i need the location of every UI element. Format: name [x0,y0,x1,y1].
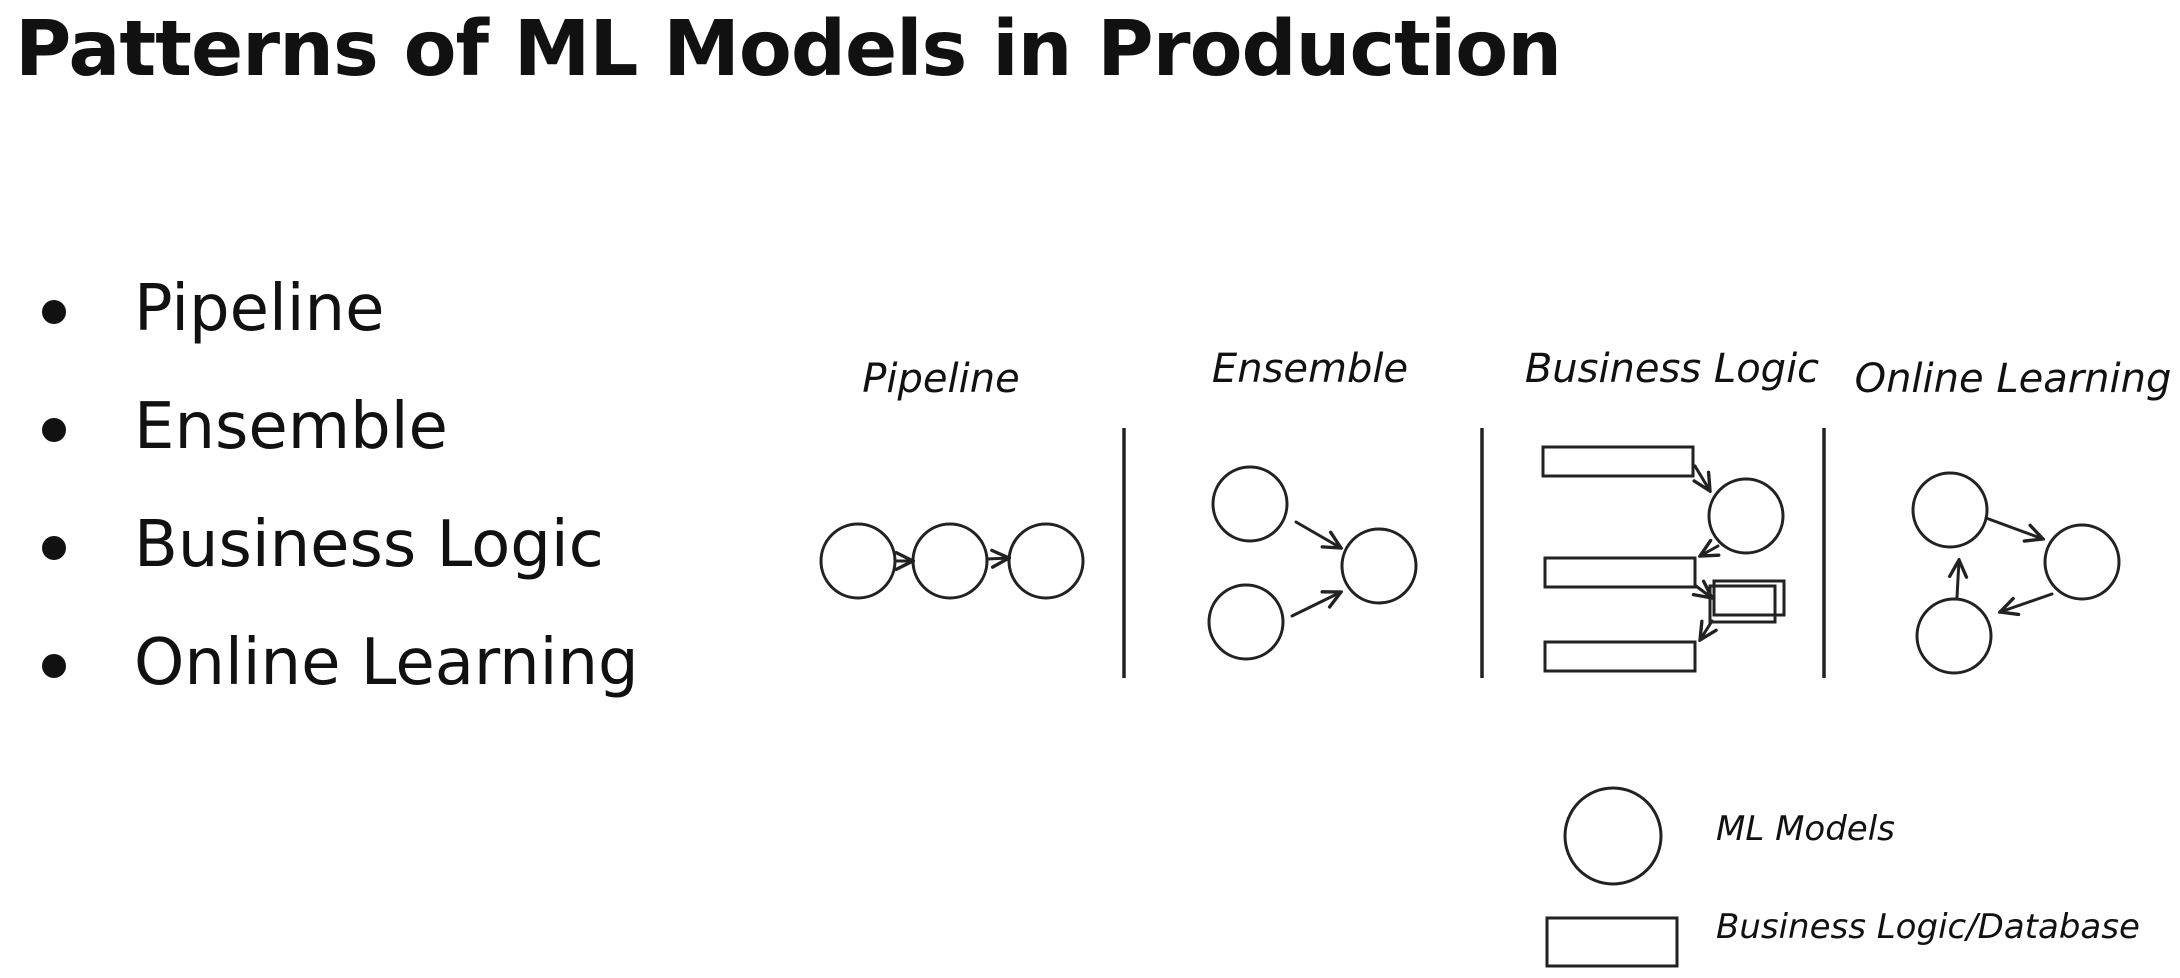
ml-model-circle [1911,471,1989,549]
legend: ML Models Business Logic/Database [1545,786,2140,968]
flow-arrow [2000,592,2054,612]
bullet-text: Online Learning [134,626,639,700]
business-logic-rect [1708,584,1777,624]
flow-arrow [1700,619,1712,640]
flow-arrow [1294,520,1341,548]
bullet-text: Ensemble [134,390,448,464]
legend-business-logic-label: Business Logic/Database [1716,907,2140,947]
bullet-text: Pipeline [134,272,385,346]
flow-arrow [1957,560,1959,599]
ml-model-circle [1207,583,1285,661]
bullet-dot-icon [42,300,66,324]
legend-ml-models-label: ML Models [1716,809,1895,849]
legend-business-logic-rect [1545,916,1679,968]
bullet-text: Business Logic [134,508,604,582]
flow-arrow [1700,546,1718,556]
ensemble-pattern [1207,465,1418,661]
slide-title: Patterns of ML Models in Production [15,5,1562,94]
online-learning-pattern [1911,471,2121,675]
online-learning-label: Online Learning [1855,356,2172,402]
pipeline-pattern [819,522,1085,600]
ml-model-circle [2043,523,2121,601]
business-logic-rect [1543,556,1697,589]
ml-model-circle [1915,597,1993,675]
flow-arrow [985,558,1009,559]
business-logic-rect [1541,445,1695,478]
ml-model-circle [1211,465,1289,543]
business-logic-label: Business Logic [1525,346,1819,392]
ml-model-circle [819,522,897,600]
ml-model-circle [1340,527,1418,605]
business-logic-pattern [1541,445,1786,673]
bullet-dot-icon [42,654,66,678]
ml-model-circle [911,522,989,600]
flow-arrow [1984,516,2043,539]
ml-model-circle [1007,522,1085,600]
flow-arrow [1696,586,1712,598]
flow-arrow [1290,592,1341,618]
ml-model-circle [1707,477,1785,555]
ensemble-label: Ensemble [1212,346,1408,392]
business-logic-rect [1543,640,1697,673]
pipeline-label: Pipeline [862,356,1019,402]
bullet-dot-icon [42,536,66,560]
flow-arrow [1695,464,1710,491]
bullet-dot-icon [42,418,66,442]
legend-ml-model-circle [1563,786,1663,886]
